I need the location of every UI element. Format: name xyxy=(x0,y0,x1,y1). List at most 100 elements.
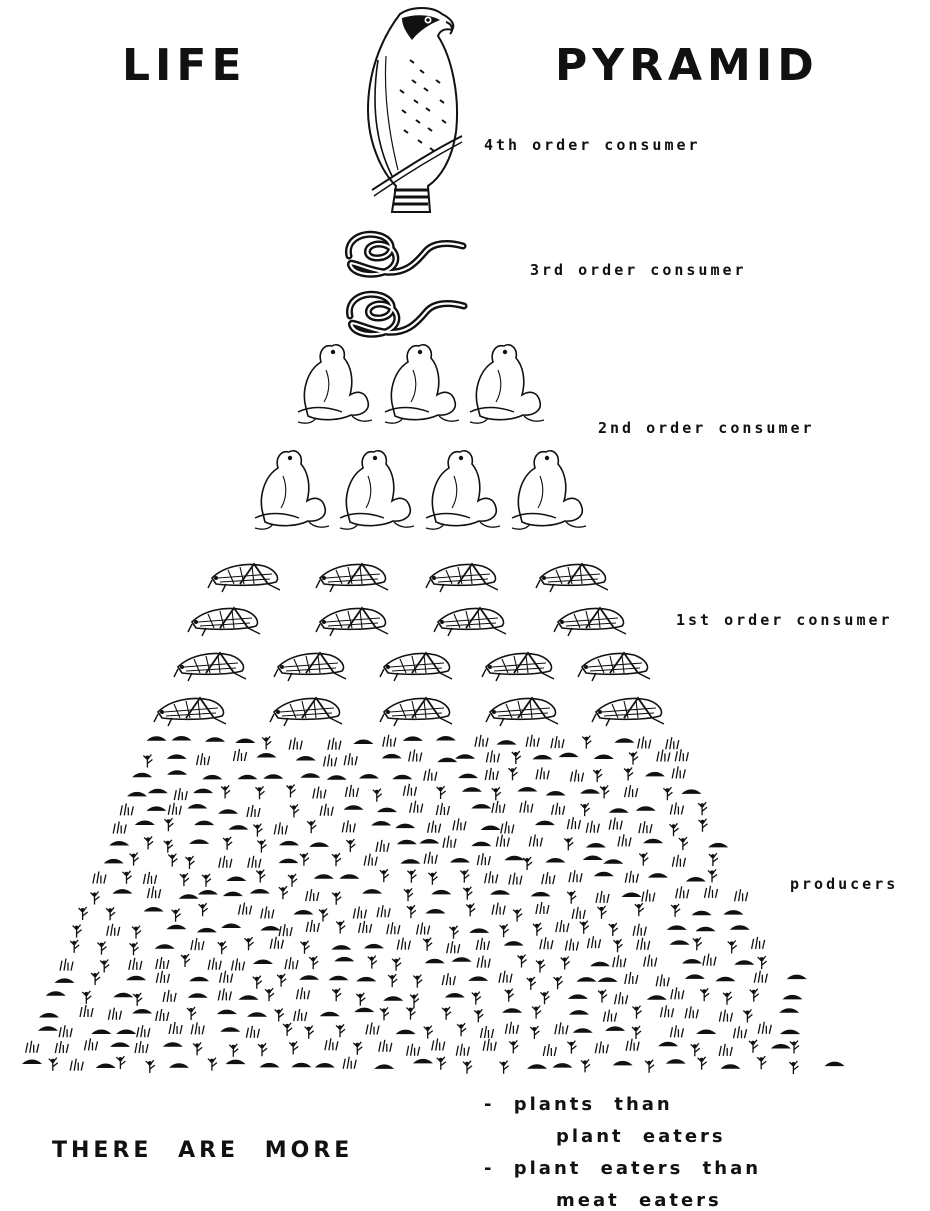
plant-icon xyxy=(205,737,225,742)
plant-icon xyxy=(723,910,743,915)
label-2nd-order: 2nd order consumer xyxy=(598,419,815,437)
plant-icon xyxy=(359,774,379,779)
plant-icon xyxy=(148,789,168,794)
plant-icon xyxy=(639,821,652,833)
plant-icon xyxy=(199,903,208,916)
plant-icon xyxy=(336,921,345,934)
plant-icon xyxy=(789,1061,798,1074)
plant-icon xyxy=(194,821,214,826)
plant-icon xyxy=(734,1026,747,1038)
plant-icon xyxy=(265,988,274,1001)
plant-icon xyxy=(239,995,259,1000)
plant-icon xyxy=(572,907,585,919)
plant-icon xyxy=(167,770,187,775)
plant-icon xyxy=(181,954,190,967)
plant-icon xyxy=(409,750,422,762)
plant-icon xyxy=(636,806,656,811)
plant-icon xyxy=(600,786,609,799)
plant-icon xyxy=(250,889,270,894)
plant-icon xyxy=(374,1064,394,1069)
plant-icon xyxy=(637,938,650,950)
plant-icon xyxy=(191,1022,204,1034)
plant-icon xyxy=(428,872,437,885)
plant-icon xyxy=(509,873,522,885)
plant-icon xyxy=(622,893,642,898)
plant-icon xyxy=(486,750,499,762)
plant-icon xyxy=(146,1060,155,1073)
plant-icon xyxy=(663,787,672,800)
plant-icon xyxy=(91,1030,111,1035)
plant-icon xyxy=(387,922,400,934)
plant-icon xyxy=(55,978,75,983)
plant-icon xyxy=(300,853,309,866)
plant-icon xyxy=(573,1028,593,1033)
grasshopper-icon xyxy=(380,698,452,726)
plant-icon xyxy=(567,891,576,904)
plant-icon xyxy=(46,991,66,996)
plant-icon xyxy=(554,976,563,989)
plant-icon xyxy=(332,853,341,866)
plant-icon xyxy=(501,822,514,834)
plant-icon xyxy=(492,787,501,800)
plant-icon xyxy=(586,843,606,848)
plant-icon xyxy=(279,924,292,936)
plant-icon xyxy=(410,994,419,1007)
plant-icon xyxy=(567,1041,576,1054)
plant-icon xyxy=(187,1007,196,1020)
plant-icon xyxy=(253,960,273,965)
plant-icon xyxy=(135,1041,148,1053)
plant-icon xyxy=(721,1064,741,1069)
plant-icon xyxy=(397,840,417,845)
plant-icon xyxy=(685,974,705,979)
plant-icon xyxy=(758,1022,771,1034)
plant-icon xyxy=(100,960,109,973)
plant-icon xyxy=(595,1041,608,1053)
plant-icon xyxy=(383,735,396,747)
plant-icon xyxy=(699,819,708,832)
grasshopper-icon xyxy=(486,698,558,726)
plant-icon xyxy=(708,869,717,882)
plant-icon xyxy=(583,856,603,861)
plant-icon xyxy=(532,755,552,760)
plant-icon xyxy=(469,928,489,933)
plant-icon xyxy=(728,940,737,953)
plant-icon xyxy=(334,957,354,962)
plant-icon xyxy=(277,974,286,987)
label-4th-order: 4th order consumer xyxy=(484,136,701,154)
plant-icon xyxy=(344,805,364,810)
plant-icon xyxy=(490,890,510,895)
plant-icon xyxy=(229,1044,238,1057)
plant-icon xyxy=(463,1061,472,1074)
plant-icon xyxy=(492,903,505,915)
plant-icon xyxy=(364,854,377,866)
plant-icon xyxy=(246,1026,259,1038)
plant-icon xyxy=(296,756,316,761)
plant-icon xyxy=(661,1005,674,1017)
plant-icon xyxy=(468,976,488,981)
plant-icon xyxy=(324,754,337,766)
grasshopper-icon xyxy=(554,608,626,636)
plant-icon xyxy=(353,740,373,745)
plant-icon xyxy=(168,854,177,867)
plant-icon xyxy=(22,1060,42,1065)
plant-icon xyxy=(580,789,600,794)
plant-icon xyxy=(315,1063,335,1068)
plant-icon xyxy=(202,775,222,780)
plant-icon xyxy=(609,808,629,813)
plant-icon xyxy=(127,792,147,797)
plant-icon xyxy=(492,801,505,813)
plant-icon xyxy=(530,1026,539,1039)
plant-icon xyxy=(667,925,687,930)
plant-icon xyxy=(248,856,261,868)
plant-icon xyxy=(49,1058,58,1071)
plant-icon xyxy=(671,904,680,917)
plant-icon xyxy=(436,736,456,741)
plant-icon xyxy=(144,872,157,884)
plant-icon xyxy=(523,857,532,870)
plant-icon xyxy=(505,989,514,1002)
plant-icon xyxy=(648,873,668,878)
plant-icon xyxy=(345,785,358,797)
plant-icon xyxy=(108,1008,121,1020)
plant-icon xyxy=(85,1038,98,1050)
